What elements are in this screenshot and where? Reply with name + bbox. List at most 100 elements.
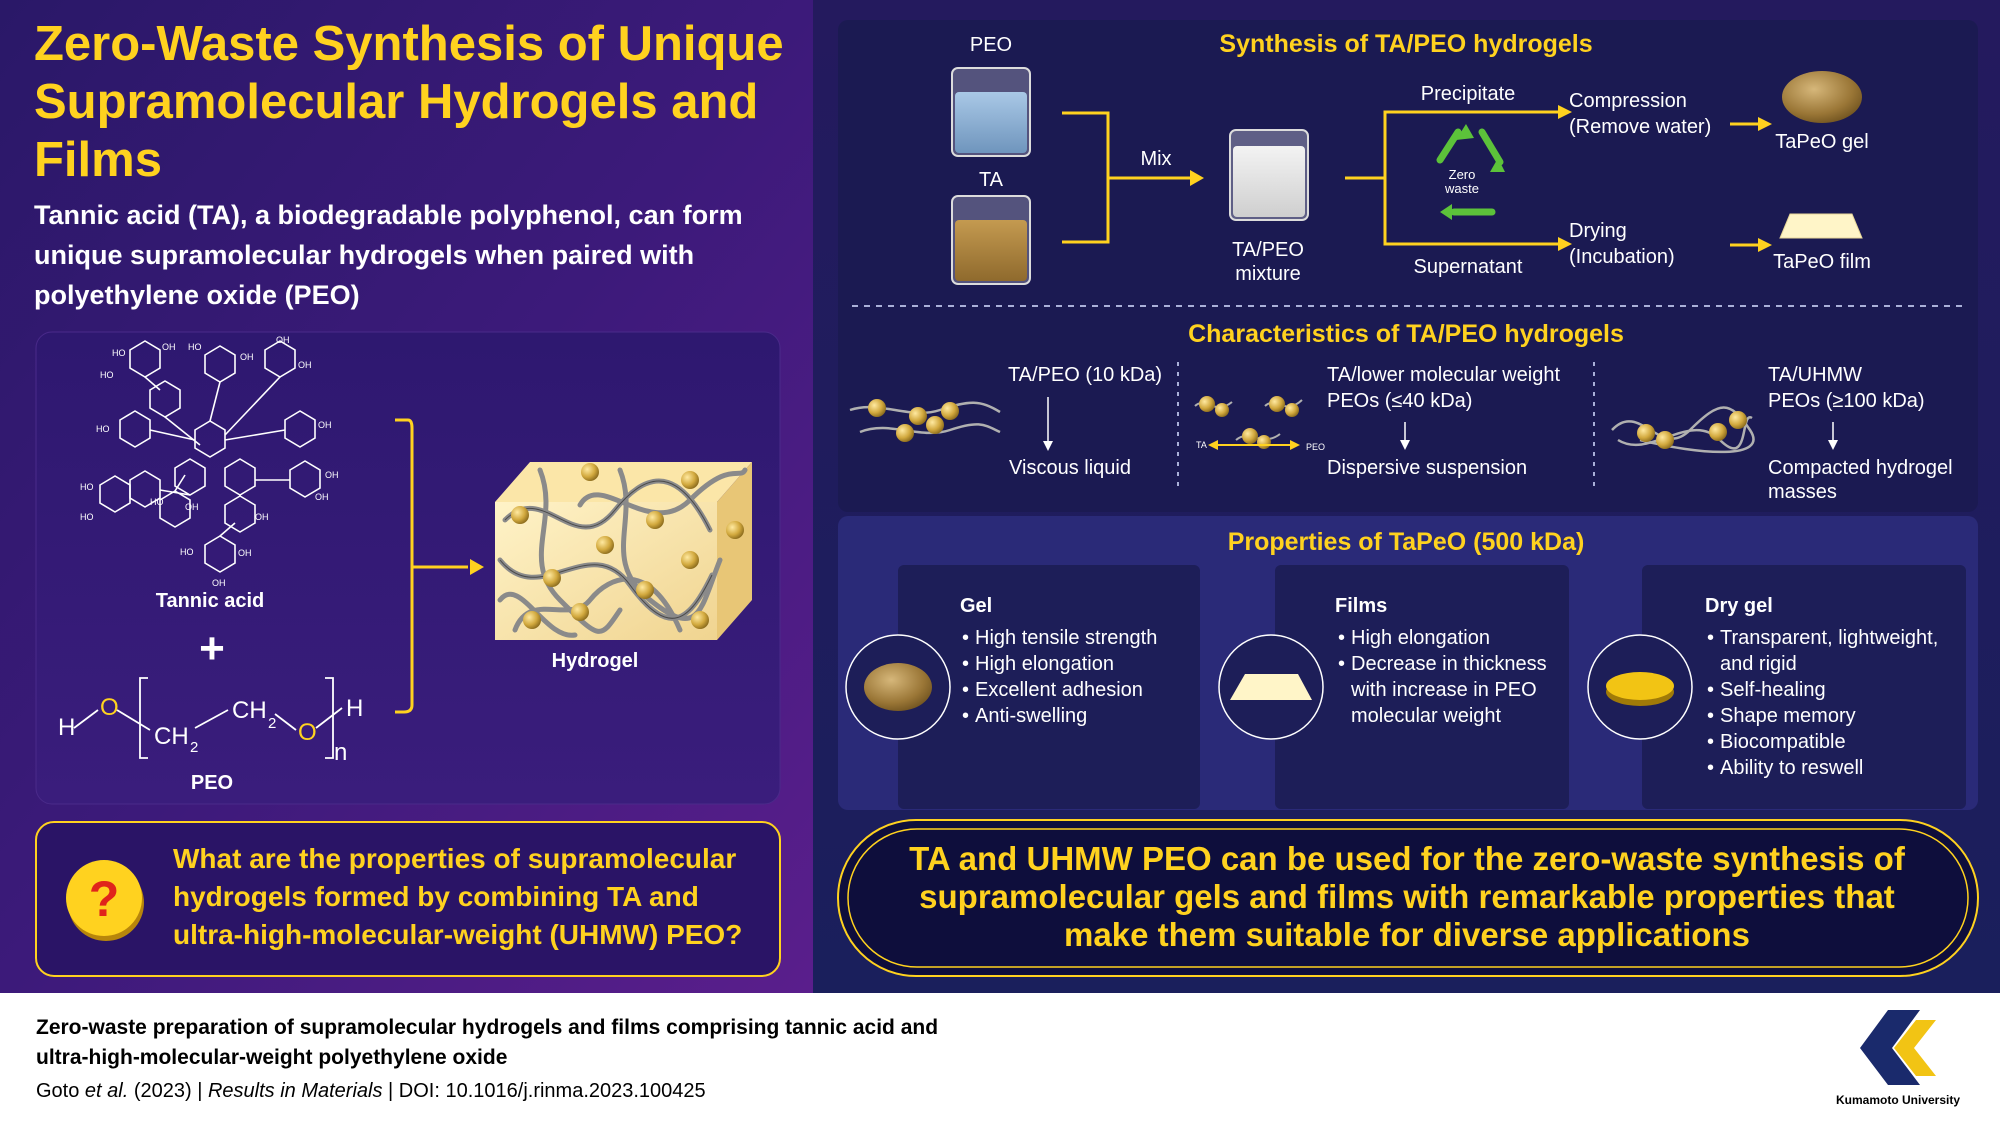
- plus-sign: +: [199, 624, 225, 673]
- svg-text:HO: HO: [96, 424, 110, 434]
- bullet-dot: •: [962, 705, 969, 727]
- bullet-dot: •: [1707, 731, 1714, 753]
- svg-text:2: 2: [190, 739, 198, 756]
- property-item-text: Biocompatible: [1720, 731, 1846, 753]
- tapeo-gel-label: TaPeO gel: [1775, 131, 1868, 153]
- compacted-illustration: [1611, 406, 1755, 454]
- svg-text:HO: HO: [80, 482, 94, 492]
- property-item-text: High tensile strength: [975, 627, 1157, 649]
- property-item-text: High elongation: [975, 653, 1114, 675]
- films-card-title: Films: [1335, 595, 1387, 617]
- question-box: [35, 821, 781, 977]
- tapeo-film-icon: [1779, 213, 1863, 239]
- svg-text:?: ?: [89, 871, 120, 927]
- property-item-text: Decrease in thickness: [1351, 653, 1547, 675]
- peo-beaker-icon: [951, 67, 1031, 157]
- col3-label-line1: TA/UHMW: [1768, 364, 1862, 386]
- col1-result: Viscous liquid: [1009, 457, 1131, 479]
- dispersive-illustration: TA PEO: [1194, 396, 1325, 452]
- ta-beaker-icon: [951, 195, 1031, 285]
- bullet-dot: •: [1707, 757, 1714, 779]
- subtitle-line2: unique supramolecular hydrogels when pai…: [34, 240, 694, 270]
- property-item-text: Anti-swelling: [975, 705, 1087, 727]
- svg-text:CH: CH: [232, 697, 267, 724]
- col2-result: Dispersive suspension: [1327, 457, 1527, 479]
- svg-text:O: O: [100, 694, 119, 721]
- svg-text:OH: OH: [315, 492, 329, 502]
- compression-line1: Compression: [1569, 90, 1687, 112]
- question-line1: What are the properties of supramolecula…: [173, 843, 736, 874]
- subtitle-line3: polyethylene oxide (PEO): [34, 280, 360, 310]
- split-arrow-heads: [1558, 105, 1772, 252]
- dry-gel-card-title: Dry gel: [1705, 595, 1773, 617]
- col2-label-line2: PEOs (≤40 kDa): [1327, 390, 1472, 412]
- ta-beaker-label: TA: [979, 169, 1004, 191]
- kumamoto-logo-text: Kumamoto University: [1836, 1093, 1960, 1107]
- svg-text:OH: OH: [238, 548, 252, 558]
- footer-citation: Goto et al. (2023) | Results in Material…: [36, 1080, 706, 1102]
- svg-text:2: 2: [268, 715, 276, 732]
- bullet-dot: •: [962, 653, 969, 675]
- footer-bg: [0, 993, 2000, 1125]
- svg-text:H: H: [346, 695, 363, 722]
- film-icon: [1230, 674, 1312, 700]
- tannic-acid-label: Tannic acid: [156, 590, 265, 612]
- svg-text:OH: OH: [212, 578, 226, 588]
- mix-arrow-head: [1190, 170, 1204, 186]
- bullet-dot: •: [1707, 627, 1714, 649]
- tannic-acid-oh-labels: HO OH HO HO OH OH OH OH HO HO HO HO OH O…: [80, 335, 339, 588]
- tannic-acid-structure: [99, 340, 321, 573]
- main-title-line2: Supramolecular Hydrogels and: [34, 75, 758, 129]
- properties-heading: Properties of TaPeO (500 kDa): [1228, 528, 1585, 556]
- question-line2: hydrogels formed by combining TA and: [173, 881, 699, 912]
- recycle-arrow-heads: [1440, 124, 1505, 220]
- synthesis-heading: Synthesis of TA/PEO hydrogels: [1219, 30, 1592, 58]
- property-items: •High tensile strength•High elongation•E…: [962, 627, 1938, 779]
- question-line3: ultra-high-molecular-weight (UHMW) PEO?: [173, 919, 742, 950]
- col3-result-line2: masses: [1768, 481, 1837, 503]
- svg-text:TA: TA: [1196, 440, 1207, 450]
- hydrogel-arrow-head: [470, 559, 484, 575]
- svg-text:CH: CH: [154, 723, 189, 750]
- col2-arrow-head: [1400, 440, 1410, 450]
- col3-arrow-head: [1828, 440, 1838, 450]
- property-item-text: Transparent, lightweight,: [1720, 627, 1938, 649]
- property-card-dry-gel: Dry gel: [1587, 565, 1966, 809]
- property-item-text: Ability to reswell: [1720, 757, 1863, 779]
- property-card-films: Films: [1218, 565, 1569, 809]
- gel-card-title: Gel: [960, 595, 992, 617]
- bullet-dot: •: [1338, 653, 1345, 675]
- property-card-gel: Gel: [845, 565, 1200, 809]
- svg-text:HO: HO: [100, 370, 114, 380]
- mixture-label-line2: mixture: [1235, 263, 1301, 285]
- property-item-text: with increase in PEO: [1350, 679, 1537, 701]
- svg-text:HO: HO: [80, 512, 94, 522]
- conclusion-line3: make them suitable for diverse applicati…: [1064, 916, 1750, 953]
- kumamoto-logo-icon: [1860, 1010, 1936, 1085]
- svg-text:HO: HO: [112, 348, 126, 358]
- svg-text:H: H: [58, 714, 75, 741]
- svg-text:OH: OH: [318, 420, 332, 430]
- col1-arrow-head: [1043, 441, 1053, 451]
- col3-result-line1: Compacted hydrogel: [1768, 457, 1953, 479]
- svg-text:HO: HO: [180, 547, 194, 557]
- svg-text:O: O: [298, 719, 317, 746]
- tapeo-film-label: TaPeO film: [1773, 251, 1871, 273]
- conclusion-line1: TA and UHMW PEO can be used for the zero…: [909, 840, 1906, 877]
- hydrogel-label: Hydrogel: [552, 650, 639, 672]
- question-mark-icon: ?: [66, 860, 144, 941]
- svg-text:HO: HO: [188, 342, 202, 352]
- svg-text:PEO: PEO: [1306, 442, 1325, 452]
- subtitle-line1: Tannic acid (TA), a biodegradable polyph…: [34, 200, 743, 230]
- synthesis-panel: [838, 20, 1978, 512]
- split-arrows: [1345, 110, 1760, 247]
- footer-title-line2: ultra-high-molecular-weight polyethylene…: [36, 1046, 507, 1069]
- supernatant-label: Supernatant: [1414, 256, 1523, 278]
- peo-beaker-label: PEO: [970, 34, 1012, 56]
- mixture-beaker-icon: [1229, 129, 1309, 221]
- mix-label: Mix: [1140, 148, 1171, 170]
- svg-text:n: n: [334, 739, 347, 766]
- svg-text:HO: HO: [150, 497, 164, 507]
- tapeo-gel-icon: [1782, 71, 1862, 123]
